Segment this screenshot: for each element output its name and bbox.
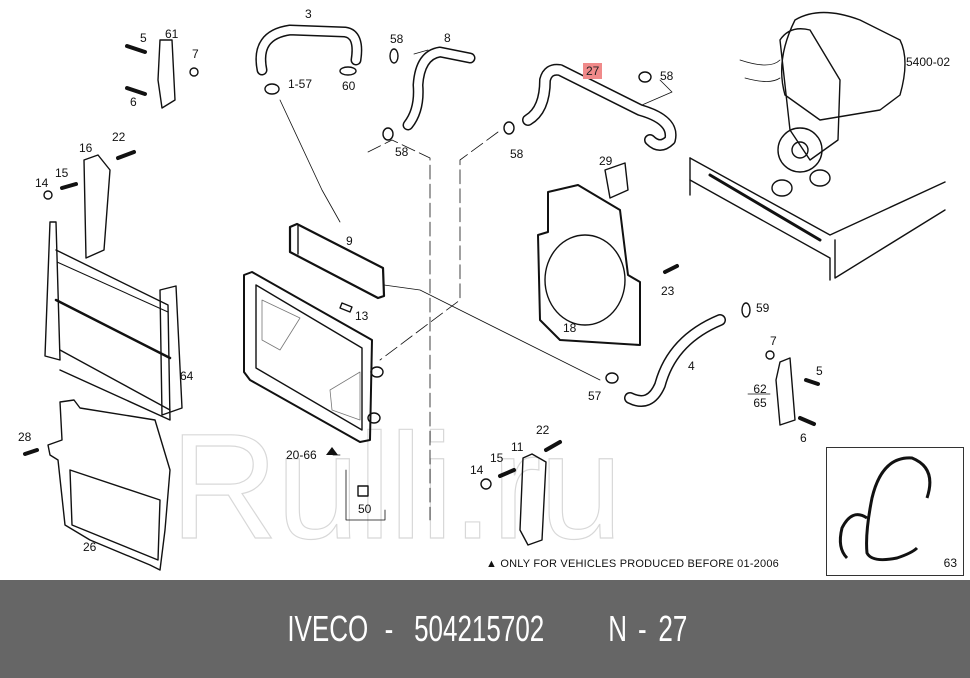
bracket-62-65-icon bbox=[747, 350, 820, 426]
hose-27-icon bbox=[379, 63, 677, 361]
fan-shroud-18-icon bbox=[537, 162, 679, 346]
leader-line bbox=[383, 284, 601, 381]
brand-name: IVECO bbox=[287, 608, 369, 649]
watermark: Rulli.ru bbox=[169, 401, 623, 570]
part-label-62: 62 bbox=[753, 382, 767, 396]
part-label-13[interactable]: 13 bbox=[355, 309, 369, 323]
part-label-1-57[interactable]: 1-57 bbox=[288, 77, 313, 91]
part-number: 504215702 bbox=[413, 608, 545, 649]
footnote-text: ONLY FOR VEHICLES PRODUCED BEFORE 01-200… bbox=[500, 558, 779, 570]
engine-fan-icon bbox=[689, 11, 946, 281]
radiator-icon bbox=[243, 271, 384, 443]
part-label-63[interactable]: 63 bbox=[943, 556, 957, 570]
part-label-22[interactable]: 22 bbox=[112, 130, 126, 144]
part-label-29[interactable]: 29 bbox=[599, 154, 613, 168]
part-label-59[interactable]: 59 bbox=[756, 301, 770, 315]
part-label-4[interactable]: 4 bbox=[688, 359, 695, 373]
triangle-icon bbox=[326, 447, 338, 455]
separator: - bbox=[384, 608, 394, 649]
parts-drawing bbox=[23, 11, 946, 571]
part-info-text: IVECO - 504215702 N - 27 bbox=[280, 608, 690, 650]
harness-63-icon bbox=[838, 456, 932, 562]
part-label-65: 65 bbox=[753, 396, 767, 410]
part-label-60[interactable]: 60 bbox=[342, 79, 356, 93]
reference-code: 5400-02 bbox=[906, 55, 951, 69]
part-label-22[interactable]: 22 bbox=[536, 423, 550, 437]
part-label-6[interactable]: 6 bbox=[800, 431, 807, 445]
part-label-28[interactable]: 28 bbox=[18, 430, 32, 444]
position-label: N bbox=[608, 608, 628, 649]
part-label-14[interactable]: 14 bbox=[35, 176, 49, 190]
part-label-50[interactable]: 50 bbox=[358, 502, 372, 516]
position-value: 27 bbox=[658, 608, 688, 649]
part-label-23[interactable]: 23 bbox=[661, 284, 675, 298]
part-info-banner: IVECO - 504215702 N - 27 bbox=[0, 580, 970, 678]
part-label-5[interactable]: 5 bbox=[816, 364, 823, 378]
frame-64-icon bbox=[44, 221, 183, 421]
part-label-9[interactable]: 9 bbox=[346, 234, 353, 248]
part-label-5[interactable]: 5 bbox=[140, 31, 147, 45]
bracket-61-icon bbox=[125, 39, 199, 109]
part-label-26[interactable]: 26 bbox=[83, 540, 97, 554]
part-label-27-highlighted[interactable]: 27 bbox=[583, 63, 603, 79]
parts-diagram: Rulli.ru bbox=[18, 7, 964, 576]
part-label-58[interactable]: 58 bbox=[660, 69, 674, 83]
part-label-15[interactable]: 15 bbox=[490, 451, 504, 465]
part-label-15[interactable]: 15 bbox=[55, 166, 69, 180]
shroud-26-icon bbox=[23, 399, 171, 571]
drain-plug-50-icon bbox=[357, 485, 369, 497]
footnote: ▲ ONLY FOR VEHICLES PRODUCED BEFORE 01-2… bbox=[486, 558, 779, 570]
leader-line bbox=[279, 99, 341, 223]
part-label-6[interactable]: 6 bbox=[130, 95, 137, 109]
hose-3-icon bbox=[255, 24, 363, 95]
part-label-8[interactable]: 8 bbox=[444, 31, 451, 45]
part-label-7[interactable]: 7 bbox=[770, 334, 777, 348]
part-label-58[interactable]: 58 bbox=[390, 32, 404, 46]
hose-4-icon bbox=[605, 302, 751, 407]
part-label-14[interactable]: 14 bbox=[470, 463, 484, 477]
part-label-20-66[interactable]: 20-66 bbox=[286, 448, 317, 462]
part-label-57[interactable]: 57 bbox=[588, 389, 602, 403]
part-label-3[interactable]: 3 bbox=[305, 7, 312, 21]
inset-box-63: 63 bbox=[826, 447, 964, 576]
part-label-7[interactable]: 7 bbox=[192, 47, 199, 61]
triangle-icon: ▲ bbox=[486, 558, 498, 570]
part-label-58[interactable]: 58 bbox=[395, 145, 409, 159]
bracket-11-icon bbox=[480, 440, 562, 546]
part-label-11[interactable]: 11 bbox=[511, 440, 524, 454]
part-label-61[interactable]: 61 bbox=[165, 27, 179, 41]
intercooler-9-icon bbox=[288, 222, 386, 300]
hose-8-icon bbox=[367, 46, 476, 521]
part-label-64[interactable]: 64 bbox=[180, 369, 194, 383]
part-label-58[interactable]: 58 bbox=[510, 147, 524, 161]
part-label-18[interactable]: 18 bbox=[563, 321, 577, 335]
part-label-16[interactable]: 16 bbox=[79, 141, 93, 155]
bracket-16-icon bbox=[43, 150, 136, 259]
separator: - bbox=[638, 608, 647, 649]
clip-13-icon bbox=[339, 302, 353, 313]
